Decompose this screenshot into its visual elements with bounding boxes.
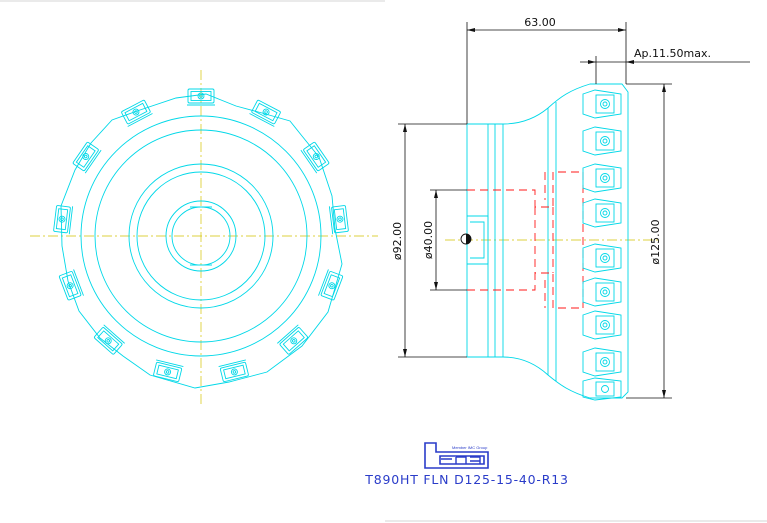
front-insert xyxy=(53,205,74,235)
front-insert xyxy=(277,324,308,355)
dim-ap-label: Ap.11.50max. xyxy=(634,47,711,60)
front-insert xyxy=(249,99,281,127)
side-insert xyxy=(582,198,622,228)
dim-ap-arrow-left xyxy=(588,60,596,64)
front-insert xyxy=(153,359,184,382)
front-insert xyxy=(328,205,349,235)
side-key-slot xyxy=(467,215,489,265)
hidden-bore-lower xyxy=(467,272,583,309)
iscar-logo: Member IMC Group xyxy=(424,442,489,469)
front-ring-shoulder xyxy=(94,129,308,343)
front-ring-flange-inner xyxy=(136,171,266,301)
side-insert xyxy=(582,277,622,307)
dim-40-arrow-top xyxy=(434,190,438,198)
side-pin-symbol-half xyxy=(466,234,471,244)
dim-92-arrow-top xyxy=(403,124,407,132)
front-outer-profile xyxy=(60,93,343,389)
dim-92-arrow-bottom xyxy=(403,349,407,357)
dim-125-arrow-bottom xyxy=(662,390,666,398)
logo-mark xyxy=(424,442,489,469)
front-insert xyxy=(187,88,215,106)
front-insert xyxy=(318,269,344,301)
dim-63-arrow-left xyxy=(467,28,475,32)
side-insert xyxy=(582,310,622,340)
front-insert xyxy=(58,269,84,301)
logo-letters xyxy=(441,456,481,464)
part-title: T890HT FLN D125-15-40-R13 xyxy=(364,472,568,487)
side-key-slot-inner xyxy=(470,221,485,259)
front-ring-flange-outer xyxy=(128,163,274,309)
dim-ap-arrow-right xyxy=(626,60,634,64)
side-insert xyxy=(582,89,622,119)
front-view xyxy=(30,70,378,405)
front-insert xyxy=(300,141,330,174)
dim-125-arrow-top xyxy=(662,84,666,92)
front-hub xyxy=(165,200,237,272)
dim-cutter-diameter-label: ø125.00 xyxy=(649,219,662,264)
side-insert xyxy=(582,126,622,156)
dimensions: 63.00 Ap.11.50max. ø92.00 ø40.00 ø125.00 xyxy=(391,16,750,399)
dim-40-arrow-bottom xyxy=(434,282,438,290)
front-insert xyxy=(121,99,153,127)
front-ring-outer xyxy=(80,115,322,357)
hidden-bore-upper xyxy=(467,171,583,208)
dim-bore-diameter-label: ø40.00 xyxy=(422,221,435,259)
side-insert xyxy=(582,347,622,377)
logo-tagline: Member IMC Group xyxy=(452,445,488,450)
side-insert xyxy=(582,163,622,193)
dim-63-arrow-right xyxy=(618,28,626,32)
side-view xyxy=(445,83,660,401)
side-insert xyxy=(582,377,622,401)
dim-hub-diameter-label: ø92.00 xyxy=(391,222,404,260)
side-body-outline xyxy=(466,83,629,399)
front-insert xyxy=(218,359,249,382)
dim-length-label: 63.00 xyxy=(524,16,556,29)
front-insert xyxy=(72,141,102,174)
side-insert xyxy=(582,243,622,273)
front-insert xyxy=(94,324,125,355)
